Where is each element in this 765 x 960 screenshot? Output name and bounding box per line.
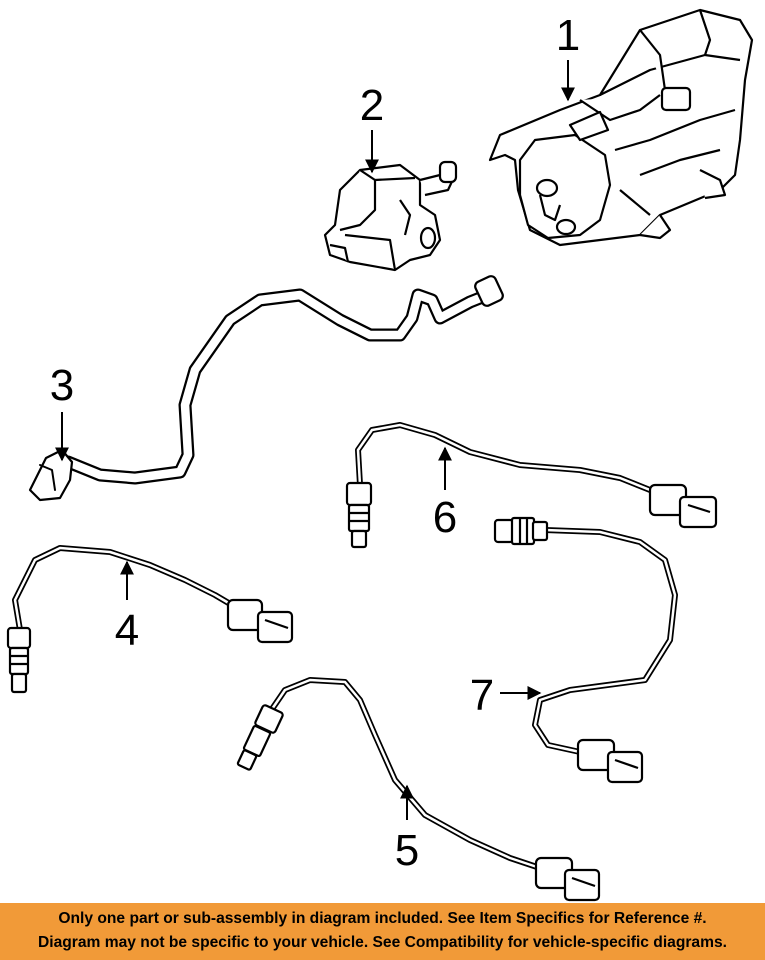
part-number-3: 3 bbox=[50, 361, 74, 410]
leader-arrows bbox=[55, 60, 575, 820]
part-3-hose bbox=[28, 275, 504, 502]
part-number-4: 4 bbox=[115, 606, 139, 655]
disclaimer-line-1: Only one part or sub-assembly in diagram… bbox=[58, 910, 707, 927]
disclaimer-line-2: Diagram may not be specific to your vehi… bbox=[38, 934, 727, 951]
parts-diagram: 1 2 3 4 5 6 7 bbox=[6, 8, 754, 902]
part-6-oxygen-sensor bbox=[345, 422, 718, 549]
part-7-oxygen-sensor bbox=[493, 516, 678, 784]
part-number-7: 7 bbox=[470, 671, 494, 720]
part-number-6: 6 bbox=[433, 493, 457, 542]
part-number-1: 1 bbox=[556, 11, 580, 60]
part-2-purge-valve bbox=[323, 160, 458, 272]
part-number-2: 2 bbox=[360, 81, 384, 130]
part-4-oxygen-sensor bbox=[6, 545, 294, 694]
disclaimer-banner: Only one part or sub-assembly in diagram… bbox=[0, 903, 765, 960]
part-5-oxygen-sensor bbox=[236, 677, 601, 902]
part-1-canister bbox=[488, 8, 754, 247]
part-numbers: 1 2 3 4 5 6 7 bbox=[50, 11, 580, 875]
part-number-5: 5 bbox=[395, 826, 419, 875]
